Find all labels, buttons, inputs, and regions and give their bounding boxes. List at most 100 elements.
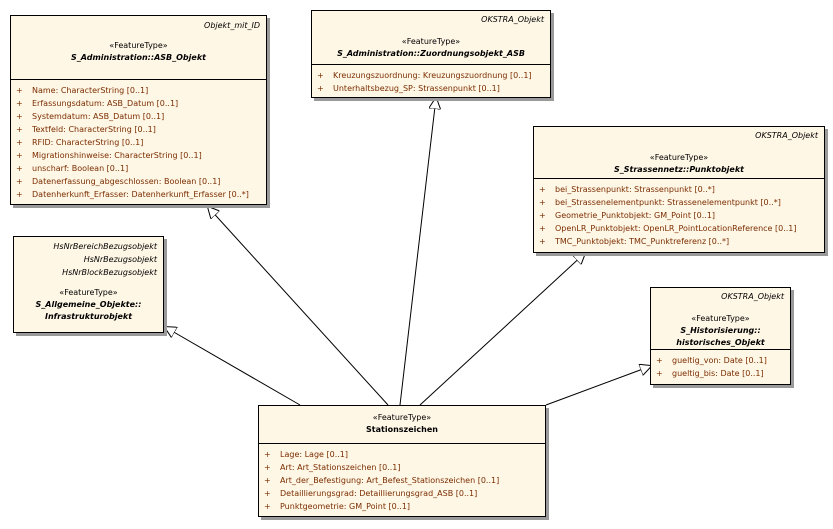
class-stereotype: «FeatureType» [401,37,461,46]
attribute-row[interactable]: + Unterhaltsbezug_SP: Strassenpunkt [0..1… [312,82,550,95]
attribute-row[interactable]: + Lage: Lage [0..1] [259,448,545,461]
visibility-marker: + [16,86,23,95]
class-tag: OKSTRA_Objekt [755,131,818,140]
attribute-row[interactable]: + gueltig_von: Date [0..1] [651,354,790,367]
attribute-text: Unterhaltsbezug_SP: Strassenpunkt [0..1] [333,84,500,93]
attribute-text: Art: Art_Stationszeichen [0..1] [280,463,401,472]
attribute-row[interactable]: + Systemdatum: ASB_Datum [0..1] [11,110,266,123]
visibility-marker: + [539,224,546,233]
attribute-row[interactable]: + Name: CharacterString [0..1] [11,84,266,97]
class-name: Infrastrukturobjekt [44,312,133,321]
attribute-compartment: + bei_Strassenpunkt: Strassenpunkt [0..*]… [534,178,824,252]
attribute-text: Erfassungsdatum: ASB_Datum [0..1] [32,99,179,108]
attribute-row[interactable]: +Detaillierungsgrad: Detaillierungsgrad_… [259,487,545,500]
class-historisches-objekt[interactable]: OKSTRA_Objekt «FeatureType» S_Historisie… [650,287,791,385]
attribute-row[interactable]: + Kreuzungszuordnung: Kreuzungszuordnung … [312,69,550,82]
visibility-marker: + [264,450,271,459]
class-tag: Objekt_mit_ID [204,21,260,30]
visibility-marker: + [539,185,546,194]
edge-to-zuordnungsobjekt [399,98,436,406]
attribute-text: OpenLR_Punktobjekt: OpenLR_PointLocation… [555,224,797,233]
visibility-marker: + [539,198,546,207]
visibility-marker: + [656,356,663,365]
attribute-text: Datenerfassung_abgeschlossen: Boolean [0… [32,177,221,186]
attribute-text: Art_der_Befestigung: Art_Befest_Stations… [280,476,500,485]
class-tag: HsNrBlockBezugsobjekt [62,268,157,277]
class-infrastrukturobjekt[interactable]: HsNrBereichBezugsobjekt HsNrBezugsobjekt… [13,236,164,333]
attribute-text: Datenherkunft_Erfasser: Datenherkunft_Er… [32,190,249,199]
attribute-row[interactable]: + TMC_Punktobjekt: TMC_Punktreferenz [0..… [534,235,824,248]
visibility-marker: + [317,84,324,93]
class-tag: OKSTRA_Objekt [721,292,784,301]
attribute-compartment: + Name: CharacterString [0..1] + Erfassung… [11,79,266,204]
attribute-row[interactable]: + Art: Art_Stationszeichen [0..1] [259,461,545,474]
attribute-row[interactable]: + Punktgeometrie: GM_Point [0..1] [259,500,545,513]
attribute-row[interactable]: + Art_der_Befestigung: Art_Befest_Station… [259,474,545,487]
class-zuordnungsobjekt-asb[interactable]: OKSTRA_Objekt «FeatureType» S_Administra… [311,10,551,98]
edge-to-punktobjekt [419,253,585,406]
class-stereotype: «FeatureType» [109,41,168,50]
class-tag: HsNrBereichBezugsobjekt [53,242,157,251]
attribute-text: Migrationshinweise: CharacterString [0..… [32,151,202,160]
attribute-text: bei_Strassenelementpunkt: Strassenelemen… [555,198,781,207]
class-name: historisches_Objekt [676,338,765,347]
attribute-text: TMC_Punktobjekt: TMC_Punktreferenz [0..*… [555,237,730,246]
attribute-row[interactable]: +Textfeld: CharacterString [0..1] [11,123,266,136]
attribute-row[interactable]: + Datenherkunft_Erfasser: Datenherkunft_E… [11,188,266,201]
attribute-row[interactable]: + Erfassungsdatum: ASB_Datum [0..1] [11,97,266,110]
edge-to-historisches-objekt [545,366,651,406]
visibility-marker: + [539,237,546,246]
visibility-marker: + [16,125,23,134]
attribute-text: bei_Strassenpunkt: Strassenpunkt [0..*] [555,185,715,194]
class-name: S_Strassennetz::Punktobjekt [614,165,744,174]
visibility-marker: + [16,177,23,186]
attribute-text: gueltig_bis: Date [0..1] [672,369,764,378]
attribute-text: Geometrie_Punktobjekt: GM_Point [0..1] [555,211,716,220]
class-stereotype: «FeatureType» [59,288,118,297]
class-stereotype: «FeatureType» [649,153,709,162]
attribute-row[interactable]: + Geometrie_Punktobjekt: GM_Point [0..1] [534,209,824,222]
visibility-marker: + [264,502,271,511]
edge-to-infrastrukturobjekt [165,327,301,406]
attribute-row[interactable]: +RFID: CharacterString [0..1] [11,136,266,149]
class-punktobjekt[interactable]: OKSTRA_Objekt «FeatureType» S_Strassenne… [533,126,825,253]
attribute-text: Kreuzungszuordnung: Kreuzungszuordnung [… [333,71,532,80]
class-stationszeichen[interactable]: «FeatureType» Stationszeichen +Lage: Lag… [258,405,546,517]
attribute-row[interactable]: + Datenerfassung_abgeschlossen: Boolean [… [11,175,266,188]
visibility-marker: + [16,190,23,199]
visibility-marker: + [16,99,23,108]
visibility-marker: + [264,489,271,498]
attribute-text: Systemdatum: ASB_Datum [0..1] [32,112,165,121]
attribute-row[interactable]: + unscharf: Boolean [0..1] [11,162,266,175]
attribute-text: Punktgeometrie: GM_Point [0..1] [280,502,411,511]
attribute-text: Name: CharacterString [0..1] [32,86,149,95]
attribute-compartment: + gueltig_von: Date [0..1] + gueltig_bis: … [651,349,790,384]
class-name-package: S_Allgemeine_Objekte:: [35,300,142,309]
class-tag: OKSTRA_Objekt [481,15,544,24]
attribute-text: Lage: Lage [0..1] [280,450,349,459]
visibility-marker: + [16,164,23,173]
visibility-marker: + [317,71,324,80]
attribute-row[interactable]: + gueltig_bis: Date [0..1] [651,367,790,380]
attribute-row[interactable]: + Migrationshinweise: CharacterString [0.… [11,149,266,162]
attribute-row[interactable]: + bei_Strassenelementpunkt: Strasseneleme… [534,196,824,209]
attribute-text: gueltig_von: Date [0..1] [672,356,767,365]
attribute-text: unscharf: Boolean [0..1] [32,164,129,173]
attribute-row[interactable]: + OpenLR_Punktobjekt: OpenLR_PointLocatio… [534,222,824,235]
visibility-marker: + [16,151,23,160]
visibility-marker: + [539,211,546,220]
attribute-compartment: + Lage: Lage [0..1] + Art: Art_Stationszei… [259,443,545,516]
visibility-marker: + [264,476,271,485]
visibility-marker: + [16,112,23,121]
visibility-marker: + [264,463,271,472]
attribute-compartment: + Kreuzungszuordnung: Kreuzungszuordnung … [312,64,550,97]
class-name-package: S_Historisierung:: [680,326,761,335]
attribute-text: RFID: CharacterString [0..1] [32,138,144,147]
class-asb-objekt[interactable]: Objekt_mit_ID «FeatureType» S_Administra… [10,15,267,205]
visibility-marker: + [656,369,663,378]
class-stereotype: «FeatureType» [691,314,750,323]
class-name: S_Administration::ASB_Objekt [71,53,206,62]
attribute-row[interactable]: + bei_Strassenpunkt: Strassenpunkt [0..*] [534,183,824,196]
class-stereotype: «FeatureType» [372,413,432,422]
